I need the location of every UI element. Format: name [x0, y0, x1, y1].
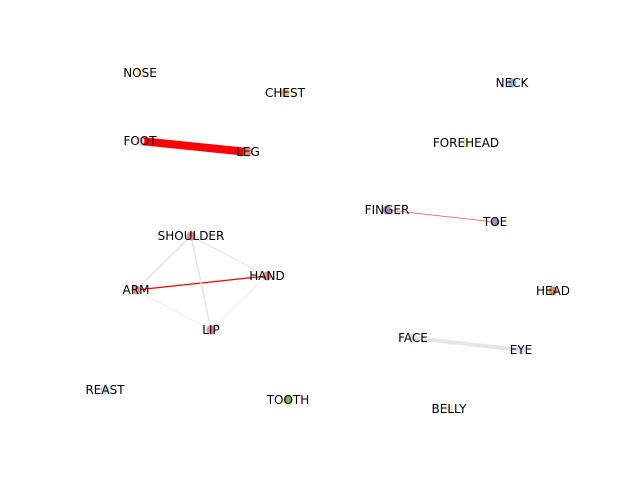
- edge-arm-lip: [135, 289, 212, 331]
- node-nose: [135, 68, 145, 78]
- node-chest: [280, 88, 290, 98]
- labels-layer: NOSE CHEST NECK FOOT LEG FOREHEAD FINGER TOE SHO…: [85, 66, 570, 416]
- node-label-breast: REAST: [85, 383, 125, 397]
- node-label-leg: LEG: [236, 145, 260, 159]
- node-face: [408, 333, 418, 343]
- edge-shoulder-arm: [135, 235, 192, 291]
- node-hand: [262, 271, 272, 281]
- node-label-lip: LIP: [202, 323, 219, 337]
- node-label-face: FACE: [398, 331, 428, 345]
- node-neck: [507, 78, 517, 88]
- node-tooth: [283, 395, 293, 405]
- node-label-nose: NOSE: [123, 66, 157, 80]
- node-label-belly: BELLY: [432, 402, 468, 416]
- node-eye: [516, 345, 526, 355]
- edge-foot-leg: [139, 137, 249, 156]
- node-head: [548, 286, 558, 296]
- node-breast: [100, 385, 110, 395]
- node-forehead: [461, 138, 471, 148]
- node-label-neck: NECK: [496, 76, 530, 90]
- nodes-layer: [100, 68, 558, 414]
- node-label-eye: EYE: [510, 343, 533, 357]
- edge-hand-lip: [210, 275, 268, 331]
- node-belly: [444, 404, 454, 414]
- node-leg: [243, 147, 253, 157]
- node-lip: [206, 325, 216, 335]
- node-label-shoulder: SHOULDER: [158, 229, 225, 243]
- node-label-hand: HAND: [249, 269, 284, 283]
- edge-finger-toe: [386, 209, 496, 223]
- node-label-tooth: TOOTH: [266, 393, 310, 407]
- node-toe: [490, 217, 500, 227]
- node-label-toe: TOE: [482, 215, 507, 229]
- node-label-arm: ARM: [123, 283, 150, 297]
- edge-shoulder-hand: [190, 235, 268, 277]
- node-label-foot: FOOT: [123, 134, 157, 148]
- node-label-head: HEAD: [536, 284, 570, 298]
- node-finger: [382, 205, 392, 215]
- node-label-forehead: FOREHEAD: [433, 136, 499, 150]
- edge-shoulder-lip: [190, 235, 212, 331]
- edges-layer: [135, 137, 522, 352]
- node-foot: [135, 136, 145, 146]
- node-shoulder: [186, 231, 196, 241]
- node-label-chest: CHEST: [265, 86, 306, 100]
- node-label-finger: FINGER: [365, 203, 410, 217]
- edge-face-eye: [412, 336, 522, 352]
- node-arm: [131, 285, 141, 295]
